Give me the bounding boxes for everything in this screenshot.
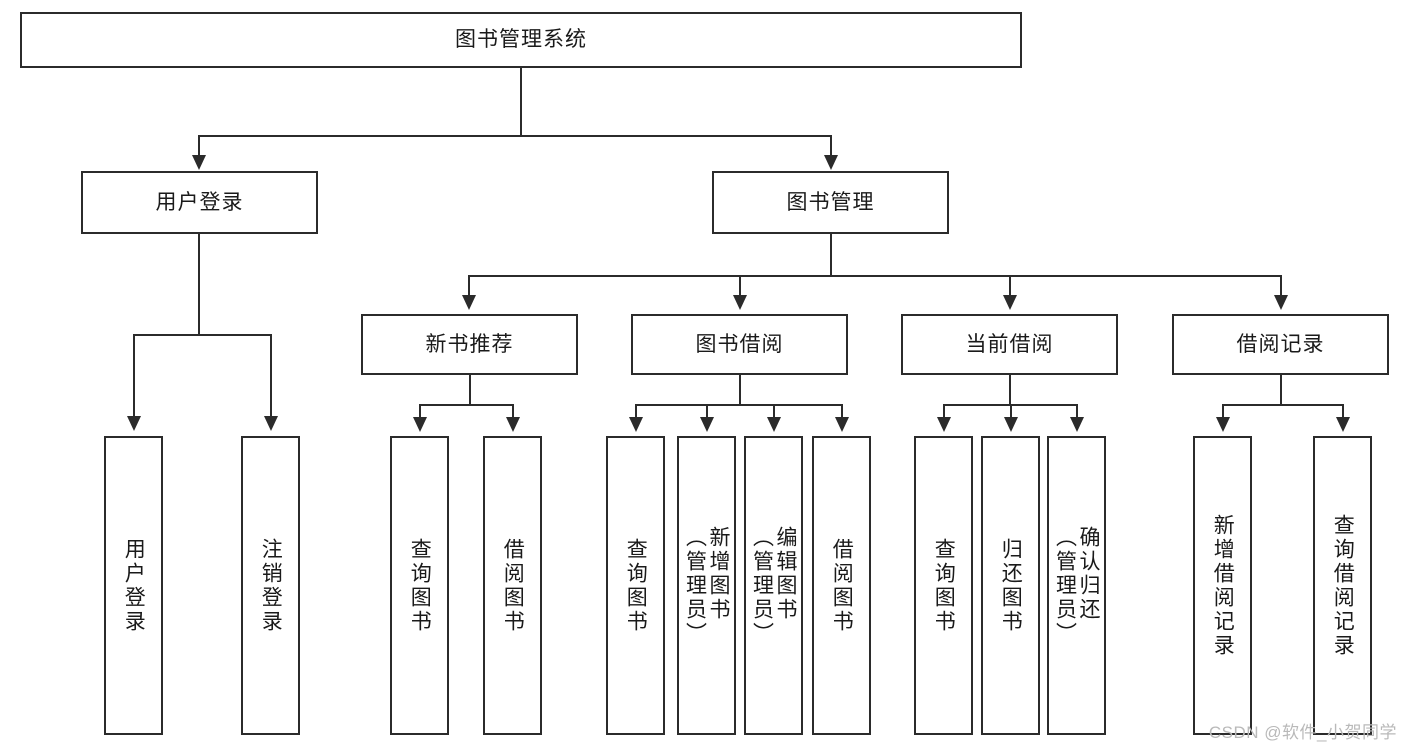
connector-user-login-stem [198,234,200,335]
connector-current-borrow-bus [943,404,1076,406]
connector-borrow-book-leaf-1 [635,404,637,419]
connector-user-login-bus [133,334,271,336]
arrow-to-borrow-book [733,295,747,310]
leaf-record-query[interactable]: 查询借阅记录 [1313,436,1372,735]
arrow-to-borrow-record [1274,295,1288,310]
leaf-borrow-add-book[interactable]: 新增图书 （管理员） [677,436,736,735]
connector-to-book-manage [830,135,832,157]
connector-borrow-book-leaf-3 [773,404,775,419]
connector-new-book-leaf-2 [512,404,514,419]
connector-borrow-record-leaf-1 [1222,404,1224,419]
node-current-borrow[interactable]: 当前借阅 [901,314,1118,375]
connector-borrow-book-bus [635,404,843,406]
connector-borrow-book-stem [739,375,741,405]
leaf-current-return-book[interactable]: 归还图书 [981,436,1040,735]
arrow-borrow-book-leaf-3 [767,417,781,432]
connector-current-borrow-leaf-3 [1076,404,1078,419]
arrow-current-borrow-leaf-2 [1004,417,1018,432]
arrow-new-book-leaf-1 [413,417,427,432]
arrow-new-book-leaf-2 [506,417,520,432]
connector-root-stem [520,68,522,135]
leaf-new-book-query[interactable]: 查询图书 [390,436,449,735]
connector-book-manage-bus [468,275,1282,277]
arrow-borrow-record-leaf-2 [1336,417,1350,432]
connector-borrow-record-leaf-2 [1342,404,1344,419]
connector-borrow-record-stem [1280,375,1282,405]
arrow-user-login-leaf-2 [264,416,278,431]
leaf-record-add[interactable]: 新增借阅记录 [1193,436,1252,735]
leaf-borrow-query-book[interactable]: 查询图书 [606,436,665,735]
connector-to-user-login [198,135,200,157]
node-user-login[interactable]: 用户登录 [81,171,318,234]
arrow-borrow-book-leaf-2 [700,417,714,432]
leaf-current-confirm-return[interactable]: 确认归还 （管理员） [1047,436,1106,735]
node-book-borrow[interactable]: 图书借阅 [631,314,848,375]
arrow-to-user-login [192,155,206,170]
arrow-current-borrow-leaf-1 [937,417,951,432]
arrow-user-login-leaf-1 [127,416,141,431]
connector-new-book-bus [419,404,514,406]
arrow-borrow-book-leaf-1 [629,417,643,432]
leaf-borrow-edit-book[interactable]: 编辑图书 （管理员） [744,436,803,735]
connector-to-borrow-book [739,275,741,297]
leaf-new-book-borrow[interactable]: 借阅图书 [483,436,542,735]
connector-borrow-record-bus [1222,404,1343,406]
connector-root-bus [198,135,832,137]
connector-current-borrow-leaf-1 [943,404,945,419]
leaf-current-query-book[interactable]: 查询图书 [914,436,973,735]
connector-current-borrow-stem [1009,375,1011,405]
node-new-book-recommend[interactable]: 新书推荐 [361,314,578,375]
connector-book-manage-stem [830,234,832,276]
node-root-system[interactable]: 图书管理系统 [20,12,1022,68]
connector-current-borrow-leaf-2 [1010,404,1012,419]
leaf-user-login-login[interactable]: 用户登录 [104,436,163,735]
connector-borrow-book-leaf-2 [706,404,708,419]
arrow-to-book-manage [824,155,838,170]
arrow-borrow-book-leaf-4 [835,417,849,432]
connector-borrow-book-leaf-4 [841,404,843,419]
arrow-borrow-record-leaf-1 [1216,417,1230,432]
arrow-to-current-borrow [1003,295,1017,310]
node-borrow-record[interactable]: 借阅记录 [1172,314,1389,375]
connector-user-login-leaf-1 [133,334,135,418]
arrow-current-borrow-leaf-3 [1070,417,1084,432]
connector-to-new-book [468,275,470,297]
connector-to-current-borrow [1009,275,1011,297]
connector-new-book-leaf-1 [419,404,421,419]
connector-user-login-leaf-2 [270,334,272,418]
leaf-user-login-logout[interactable]: 注销登录 [241,436,300,735]
connector-new-book-stem [469,375,471,405]
arrow-to-new-book [462,295,476,310]
leaf-borrow-borrow-book[interactable]: 借阅图书 [812,436,871,735]
connector-to-borrow-record [1280,275,1282,297]
node-book-manage[interactable]: 图书管理 [712,171,949,234]
